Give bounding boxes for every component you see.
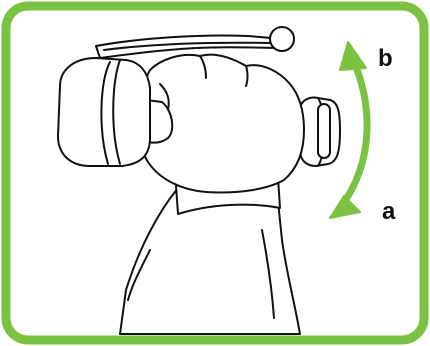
lever-pivot	[270, 27, 294, 51]
bar-end-cap	[318, 104, 330, 158]
label-a: a	[382, 200, 395, 224]
label-b: b	[378, 47, 393, 71]
